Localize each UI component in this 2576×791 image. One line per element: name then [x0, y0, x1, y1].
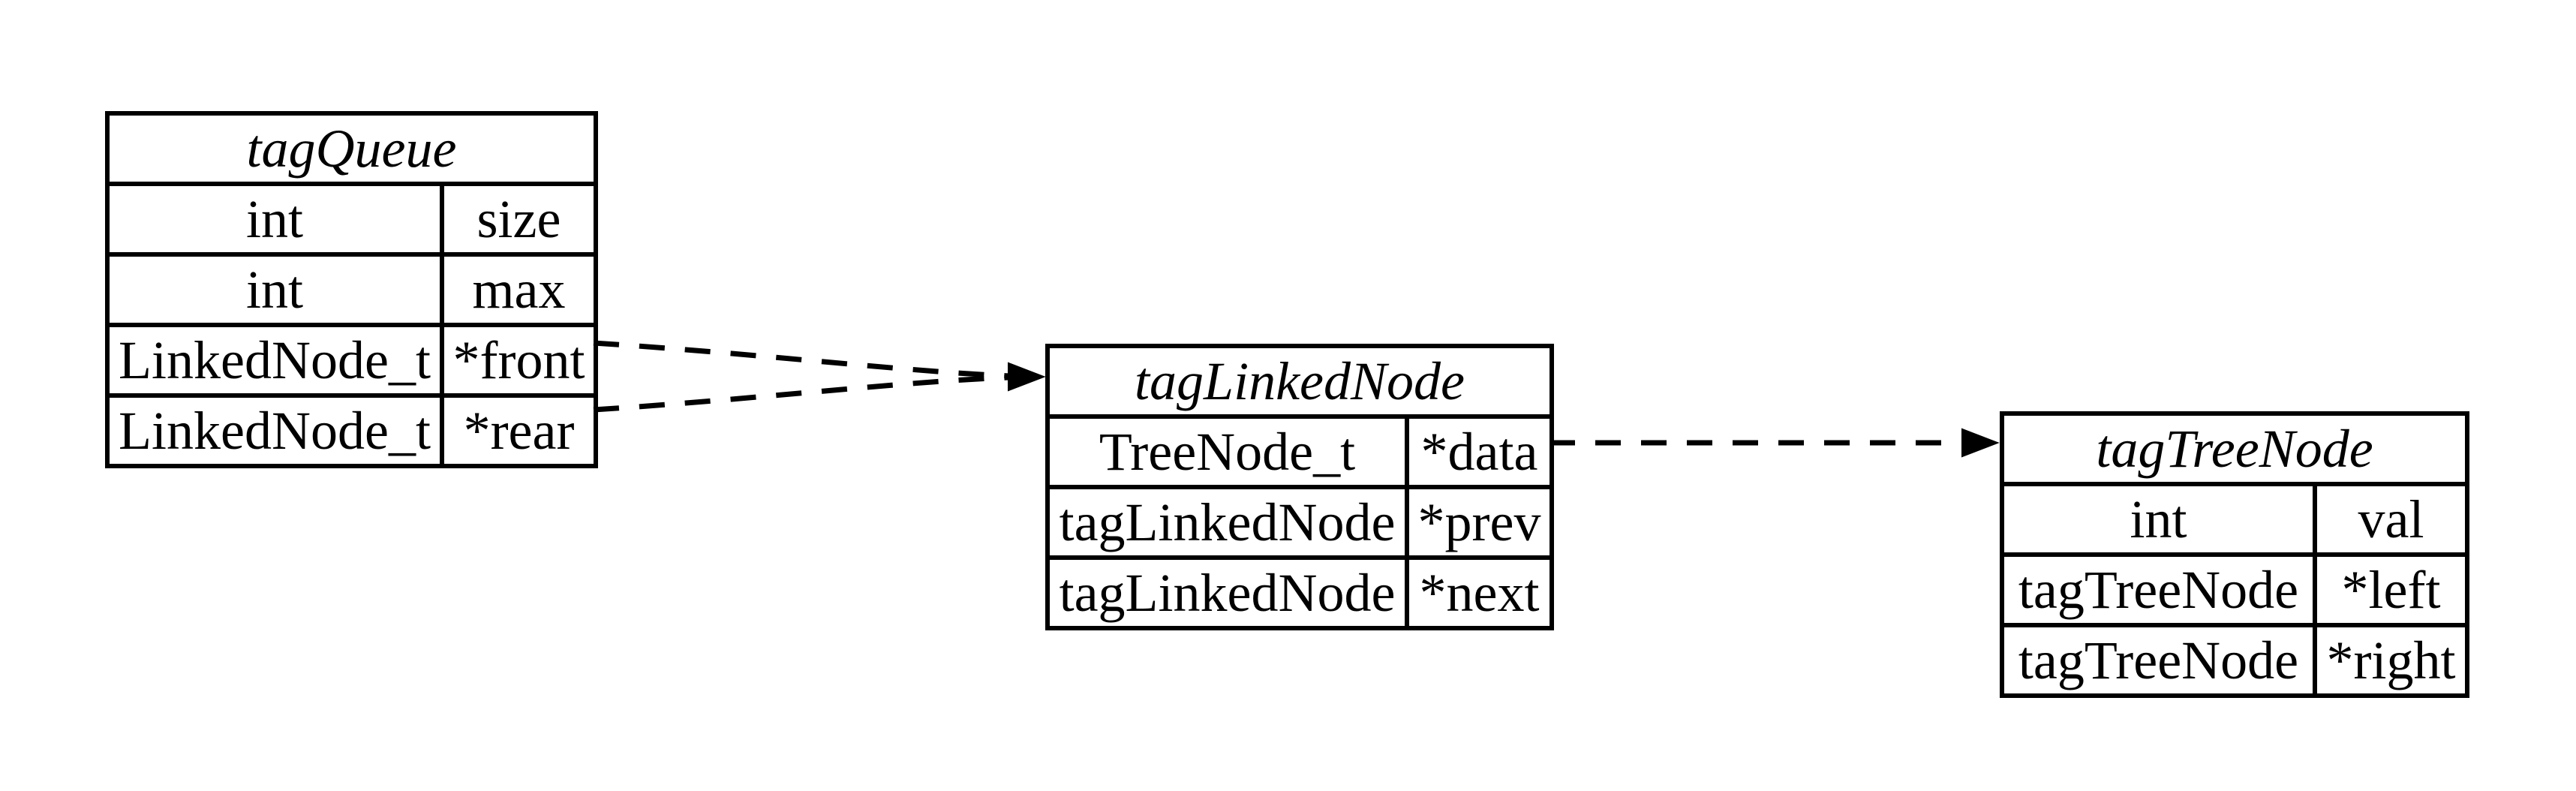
field-name: *right: [2312, 623, 2470, 698]
table-row: tagTreeNode *right: [2000, 623, 2470, 698]
table-row: tagLinkedNode *next: [1045, 555, 1555, 630]
field-type: tagLinkedNode: [1045, 555, 1409, 630]
table-row: tagTreeNode *left: [2000, 552, 2470, 627]
field-name: size: [439, 182, 599, 257]
field-type: int: [105, 252, 444, 327]
field-type: int: [2000, 482, 2317, 557]
field-name: *prev: [1404, 485, 1555, 560]
struct-node-taglinkednode: tagLinkedNode TreeNode_t *data tagLinked…: [1045, 344, 1555, 630]
field-type: LinkedNode_t: [105, 323, 444, 398]
table-row: int size: [105, 182, 599, 257]
tagtreenode-title: tagTreeNode: [1999, 411, 2470, 486]
arrowhead-into-taglinkednode-icon: [1008, 362, 1046, 392]
taglinkednode-title: tagLinkedNode: [1045, 344, 1555, 419]
struct-node-tagtreenode: tagTreeNode int val tagTreeNode *left ta…: [1999, 411, 2470, 698]
field-name: val: [2312, 482, 2470, 557]
table-row: TreeNode_t *data: [1045, 414, 1555, 489]
field-type: LinkedNode_t: [105, 393, 444, 468]
field-type: tagTreeNode: [2000, 623, 2317, 698]
field-name: max: [439, 252, 599, 327]
field-name: *rear: [439, 393, 599, 468]
field-name: *data: [1404, 414, 1555, 489]
field-type: TreeNode_t: [1045, 414, 1409, 489]
edge-front-to-taglinkednode-line: [593, 340, 1011, 379]
field-name: *left: [2312, 552, 2470, 627]
field-name: *next: [1404, 555, 1555, 630]
struct-node-tagqueue: tagQueue int size int max LinkedNode_t *…: [104, 111, 599, 468]
field-type: tagTreeNode: [2000, 552, 2317, 627]
table-row: LinkedNode_t *rear: [105, 393, 599, 468]
field-name: *front: [439, 323, 599, 398]
table-row: LinkedNode_t *front: [105, 323, 599, 398]
edge-rear-to-taglinkednode-line: [593, 374, 1011, 413]
arrowhead-into-tagtreenode-icon: [1961, 428, 2000, 458]
table-row: tagLinkedNode *prev: [1045, 485, 1555, 560]
tagqueue-title: tagQueue: [104, 111, 599, 186]
table-row: int val: [2000, 482, 2470, 557]
field-type: int: [105, 182, 444, 257]
field-type: tagLinkedNode: [1045, 485, 1409, 560]
table-row: int max: [105, 252, 599, 327]
